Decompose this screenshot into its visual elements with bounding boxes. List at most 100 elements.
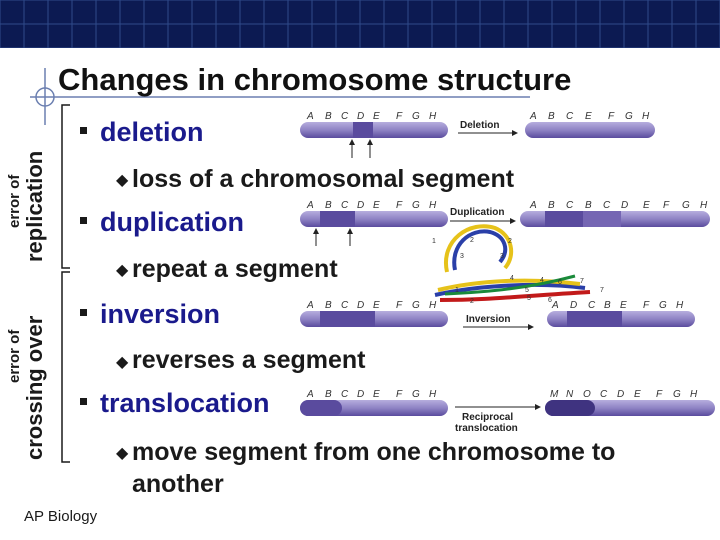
gene-label: F bbox=[663, 200, 670, 211]
chiasma-number: 6 bbox=[548, 297, 552, 304]
gene-label: E bbox=[373, 300, 380, 311]
gene-label: E bbox=[373, 200, 380, 211]
gene-label: M bbox=[550, 389, 559, 400]
gene-label: C bbox=[566, 200, 574, 211]
desc-inversion: reverses a segment bbox=[132, 346, 366, 374]
gene-label: B bbox=[604, 300, 611, 311]
gene-label: A bbox=[551, 300, 559, 311]
page-title: Changes in chromosome structure bbox=[58, 62, 572, 97]
chiasma-number: 5 bbox=[525, 287, 529, 294]
chiasma-number: 1 bbox=[432, 238, 436, 245]
bullet-square bbox=[80, 127, 87, 134]
side-label-replication: replication bbox=[22, 150, 47, 262]
chiasma-number: 2 bbox=[508, 238, 512, 245]
title-crosshair bbox=[30, 68, 530, 125]
gene-label: H bbox=[690, 389, 698, 400]
crossover-illustration: 1 2 3 2 3 4 5 6 7 1 2 4 5 6 7 bbox=[432, 224, 604, 305]
diagram-label-translocation-2: translocation bbox=[455, 423, 518, 434]
side-label-crossing-small: error of bbox=[6, 329, 23, 383]
gene-label: G bbox=[673, 389, 681, 400]
bullet-diamond: ◆ bbox=[116, 172, 129, 189]
gene-label: D bbox=[357, 300, 364, 311]
term-inversion: inversion bbox=[100, 299, 221, 329]
side-brackets bbox=[61, 104, 70, 463]
chromosome-band bbox=[320, 211, 355, 227]
gene-label: A bbox=[306, 200, 314, 211]
chiasma-number: 4 bbox=[540, 277, 544, 284]
gene-label: N bbox=[566, 389, 574, 400]
gene-label: A bbox=[306, 300, 314, 311]
side-label-replication-small: error of bbox=[6, 174, 23, 228]
gene-label: C bbox=[588, 300, 596, 311]
diagram-label-translocation-1: Reciprocal bbox=[462, 412, 513, 423]
gene-label: B bbox=[325, 200, 332, 211]
gene-label: G bbox=[412, 200, 420, 211]
gene-label: E bbox=[643, 200, 650, 211]
gene-label: D bbox=[621, 200, 628, 211]
gene-label: C bbox=[341, 200, 349, 211]
chromosome-band bbox=[545, 400, 595, 416]
diagram-label-duplication: Duplication bbox=[450, 207, 504, 218]
gene-label: G bbox=[412, 389, 420, 400]
gene-label: H bbox=[429, 389, 437, 400]
chromosome-bar bbox=[520, 211, 710, 227]
chiasma-number: 4 bbox=[510, 275, 514, 282]
bullet-square bbox=[80, 217, 87, 224]
term-duplication: duplication bbox=[100, 207, 244, 237]
gene-label: D bbox=[357, 389, 364, 400]
bullet-diamond: ◆ bbox=[116, 445, 129, 462]
chromosome-band bbox=[567, 311, 622, 327]
gene-label: H bbox=[676, 300, 684, 311]
bullet-square bbox=[80, 398, 87, 405]
chromosome-bar bbox=[300, 211, 448, 227]
chiasma-number: 7 bbox=[600, 287, 604, 294]
gene-label: E bbox=[373, 389, 380, 400]
desc-deletion: loss of a chromosomal segment bbox=[132, 165, 515, 193]
term-deletion: deletion bbox=[100, 117, 204, 147]
gene-label: E bbox=[620, 300, 627, 311]
gene-label: G bbox=[682, 200, 690, 211]
gene-label: F bbox=[656, 389, 663, 400]
chromosome-bar bbox=[545, 400, 715, 416]
chiasma-number: 2 bbox=[470, 298, 474, 305]
gene-label: H bbox=[429, 200, 437, 211]
gene-label: C bbox=[341, 389, 349, 400]
gene-label: O bbox=[583, 389, 591, 400]
chromosome-bar bbox=[547, 311, 695, 327]
gene-label: A bbox=[306, 389, 314, 400]
chromosome-bar bbox=[300, 400, 448, 416]
gene-label: A bbox=[529, 200, 537, 211]
chromosome-band bbox=[320, 311, 375, 327]
gene-label: F bbox=[396, 300, 403, 311]
gene-label: C bbox=[600, 389, 608, 400]
top-banner bbox=[0, 0, 720, 48]
side-label-crossing: crossing over bbox=[22, 315, 47, 460]
bullet-square bbox=[80, 309, 87, 316]
bullet-diamond: ◆ bbox=[116, 262, 129, 279]
gene-label: E bbox=[634, 389, 641, 400]
gene-label: F bbox=[396, 389, 403, 400]
gene-label: G bbox=[659, 300, 667, 311]
chiasma-number: 3 bbox=[460, 253, 464, 260]
chromosome-band bbox=[300, 400, 342, 416]
gene-label: B bbox=[585, 200, 592, 211]
gene-label: F bbox=[396, 200, 403, 211]
gene-label: B bbox=[325, 300, 332, 311]
chromosome-band bbox=[583, 211, 621, 227]
chiasma-number: 2 bbox=[470, 237, 474, 244]
chiasma-number: 1 bbox=[455, 287, 459, 294]
bullet-diamond: ◆ bbox=[116, 354, 129, 371]
gene-label: D bbox=[570, 300, 577, 311]
gene-label: C bbox=[603, 200, 611, 211]
chiasma-number: 3 bbox=[500, 253, 504, 260]
chiasma-number: 7 bbox=[580, 278, 584, 285]
gene-label: F bbox=[643, 300, 650, 311]
chromosome-bar bbox=[300, 311, 448, 327]
desc-translocation: move segment from one chromosome to anot… bbox=[132, 438, 616, 498]
